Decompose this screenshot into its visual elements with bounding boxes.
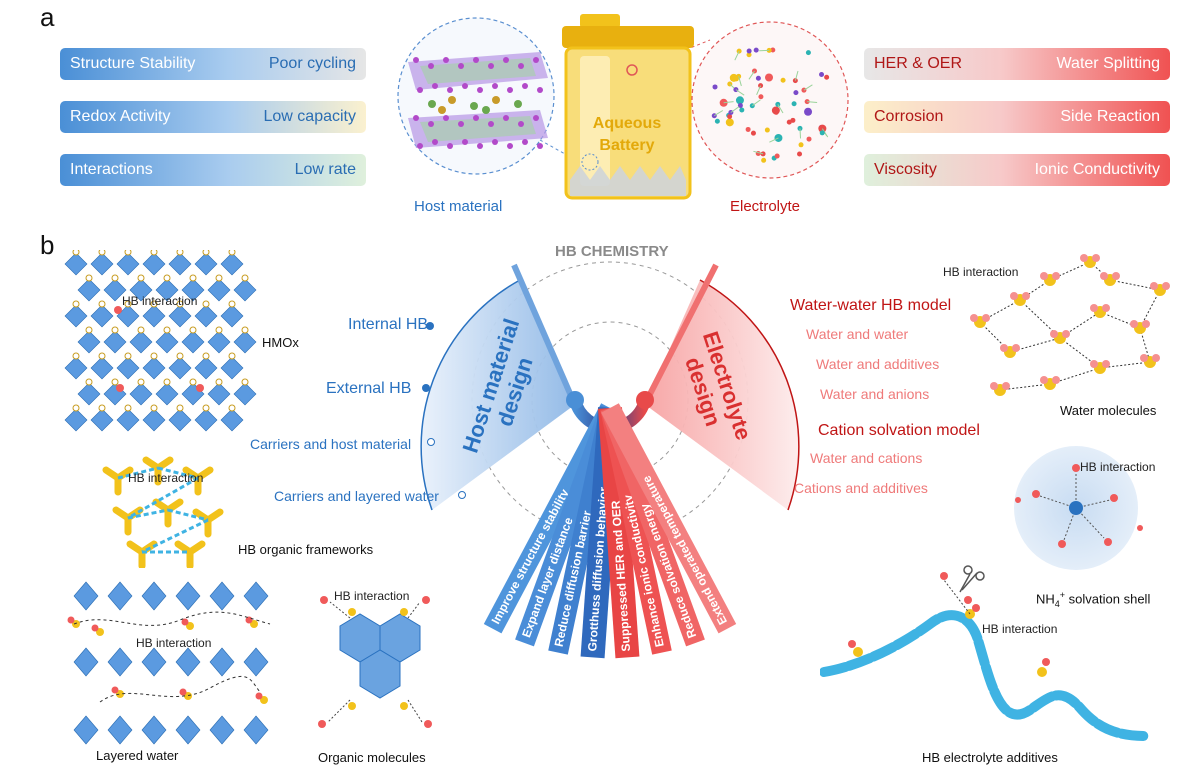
hb-organic-framework-illustration [102,456,224,568]
battery-label-line-1: Aqueous [592,115,662,132]
electrolyte-item-cations-additives: Cations and additives [794,480,928,496]
hexagon-cluster [339,613,421,699]
bar-right-label: Water Splitting [1056,55,1160,72]
guest-ions [413,57,543,149]
host-material-caption: Host material [414,198,503,215]
hmox-label: HMOx [262,335,299,350]
aqueous-battery [562,14,694,200]
nh4-solvation-shell-label: NH4+ solvation shell [1036,590,1150,609]
challenge-bar-structure-stability: Structure Stability Poor cycling [60,48,366,80]
hb-interaction-label-organic: HB interaction [334,589,410,603]
organic-molecules-label: Organic molecules [318,750,426,765]
electrolyte-additive-chain-illustration [820,565,1150,741]
nh4-suffix: solvation shell [1065,591,1151,607]
bar-right-label: Poor cycling [268,55,356,72]
bar-left-label: Interactions [70,161,153,178]
water-molecules-label: Water molecules [1060,403,1157,418]
design-ray [601,403,737,634]
center-node-left [566,391,584,409]
nh4-superscript: + [1059,590,1066,600]
host-item-external-hb: External HB [326,380,412,397]
bar-right-label: Ionic Conductivity [1034,161,1160,178]
electrolyte-item-cation-solvation: Cation solvation model [818,422,980,439]
hb-interaction-label-water: HB interaction [943,265,1019,279]
host-material-circle [397,17,555,175]
bar-right-label: Low capacity [263,108,357,125]
bar-right-label: Side Reaction [1060,108,1160,125]
organic-molecule-illustration [318,596,432,728]
bar-left-label: Structure Stability [70,55,196,72]
challenge-bar-her-oer: HER & OER Water Splitting [864,48,1170,80]
bar-left-label: Redox Activity [70,108,171,125]
center-node-right [636,391,654,409]
electrolyte-item-water-cations: Water and cations [810,450,923,466]
host-item-carriers-water: Carriers and layered water [274,488,439,504]
bar-left-label: HER & OER [874,55,963,72]
nh4-prefix: NH [1036,591,1055,607]
scissors-icon [959,565,985,593]
bar-left-label: Corrosion [874,108,944,125]
layered-water-label: Layered water [96,748,179,763]
hb-interaction-label-shell: HB interaction [1080,460,1156,474]
host-spoke [511,263,575,400]
layered-crystal-top [408,52,548,90]
electrolyte-spoke [645,263,719,400]
electrolyte-item-water-water: Water and water [806,326,909,342]
electrolyte-circle [691,21,849,179]
hb-chemistry-title: HB CHEMISTRY [555,243,669,260]
challenge-bar-viscosity: Viscosity Ionic Conductivity [864,154,1170,186]
host-item-carriers-host: Carriers and host material [250,436,412,452]
layered-water-illustration [67,581,271,745]
challenge-bar-redox-activity: Redox Activity Low capacity [60,101,366,133]
battery-label: Aqueous Battery [572,113,682,157]
panel-a-letter: a [40,2,55,32]
electrolyte-sector [647,280,799,510]
electrolyte-item-water-water-model: Water-water HB model [790,297,952,314]
hb-organic-frameworks-label: HB organic frameworks [238,542,374,557]
hb-interaction-label-additive: HB interaction [982,622,1058,636]
challenge-bar-interactions: Interactions Low rate [60,154,366,186]
water-network-illustration [970,254,1170,396]
host-item-markers [422,322,466,499]
challenge-bar-corrosion: Corrosion Side Reaction [864,101,1170,133]
hb-interaction-label-hmox: HB interaction [122,294,198,308]
nh4-subscript: 4 [1054,598,1060,609]
electrolyte-item-water-anions: Water and anions [820,386,930,402]
layered-crystal-bottom [408,110,548,148]
electrolyte-caption: Electrolyte [730,198,801,215]
battery-illustration [397,14,849,200]
nh4-solvation-shell-illustration [1014,446,1143,570]
bar-left-label: Viscosity [874,161,937,178]
host-item-internal-hb: Internal HB [348,316,429,333]
hb-interaction-label-framework: HB interaction [128,471,204,485]
electrolyte-molecules [711,47,830,163]
hb-electrolyte-additives-label: HB electrolyte additives [922,750,1058,765]
hb-interaction-label-layered: HB interaction [136,636,212,650]
bar-right-label: Low rate [294,161,356,178]
electrolyte-item-water-additives: Water and additives [816,356,940,372]
electrolyte-arc [699,279,800,511]
battery-label-line-2: Battery [599,137,655,154]
panel-b-letter: b [40,230,55,260]
host-sector [421,280,573,510]
hmox-lattice-illustration [64,250,257,432]
host-arc [420,279,521,511]
